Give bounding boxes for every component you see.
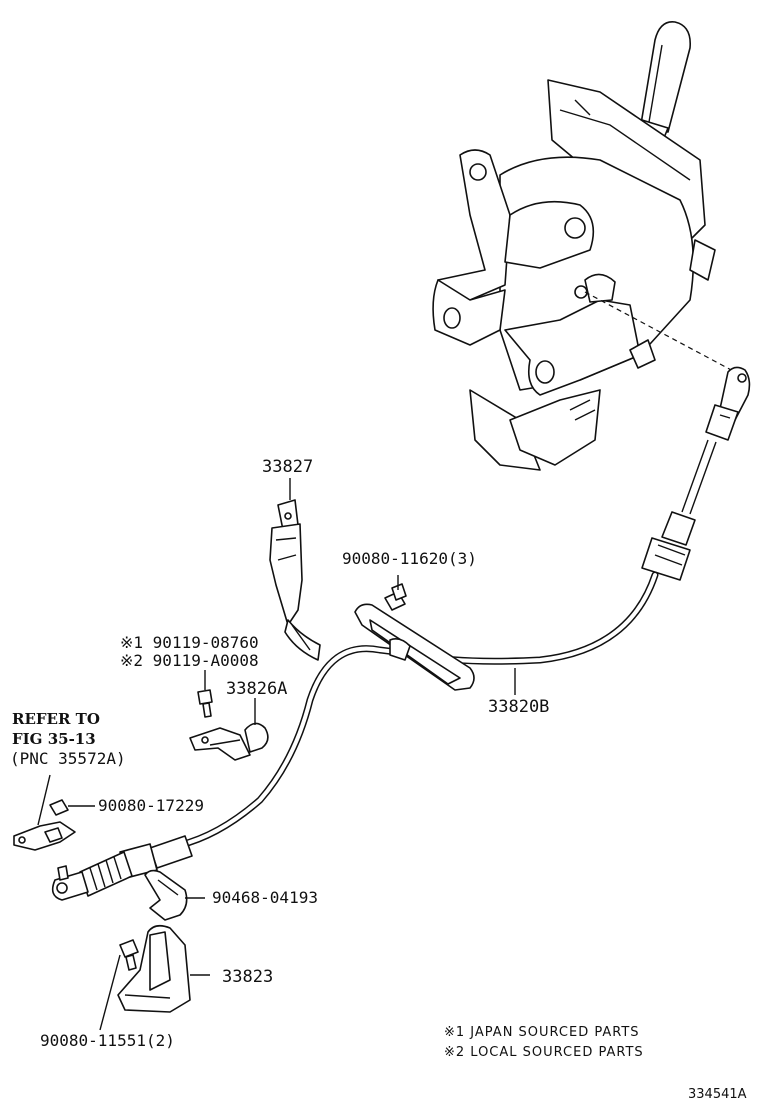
cable-clip	[189, 722, 269, 761]
label-33827: 33827	[262, 457, 313, 477]
bracket-bolt	[119, 939, 139, 971]
label-bracket-bolt: 90080-11551(2)	[40, 1031, 175, 1050]
legend-japan: ※1 JAPAN SOURCED PARTS	[444, 1025, 640, 1040]
connection-dashed-line	[584, 291, 736, 373]
diagram-id: 334541A	[688, 1087, 747, 1102]
plate-bolt	[384, 583, 407, 611]
label-refer-1: REFER TO	[12, 710, 100, 728]
label-retainer-clip: 90468-04193	[212, 888, 318, 907]
legend-local: ※2 LOCAL SOURCED PARTS	[444, 1045, 644, 1060]
label-screw-note-1: ※1 90119-08760	[120, 633, 259, 652]
label-33823: 33823	[222, 967, 273, 987]
shift-lever-assembly	[432, 21, 716, 471]
retainer-clip	[144, 869, 188, 921]
clip-screw	[197, 689, 213, 718]
label-screw-note-2: ※2 90119-A0008	[120, 651, 259, 670]
nut-bracket	[13, 799, 76, 851]
label-33820b: 33820B	[488, 697, 549, 717]
label-plate-bolt: 90080-11620(3)	[342, 549, 477, 568]
label-refer-2: FIG 35-13	[12, 730, 96, 748]
label-nut: 90080-17229	[98, 796, 204, 815]
shift-lever-clip	[269, 499, 321, 661]
cable-plate	[354, 603, 475, 691]
label-refer-3: (PNC 35572A)	[10, 749, 126, 768]
label-33826a: 33826A	[226, 679, 287, 699]
cable-bracket	[117, 924, 191, 1013]
control-cable	[51, 366, 751, 901]
